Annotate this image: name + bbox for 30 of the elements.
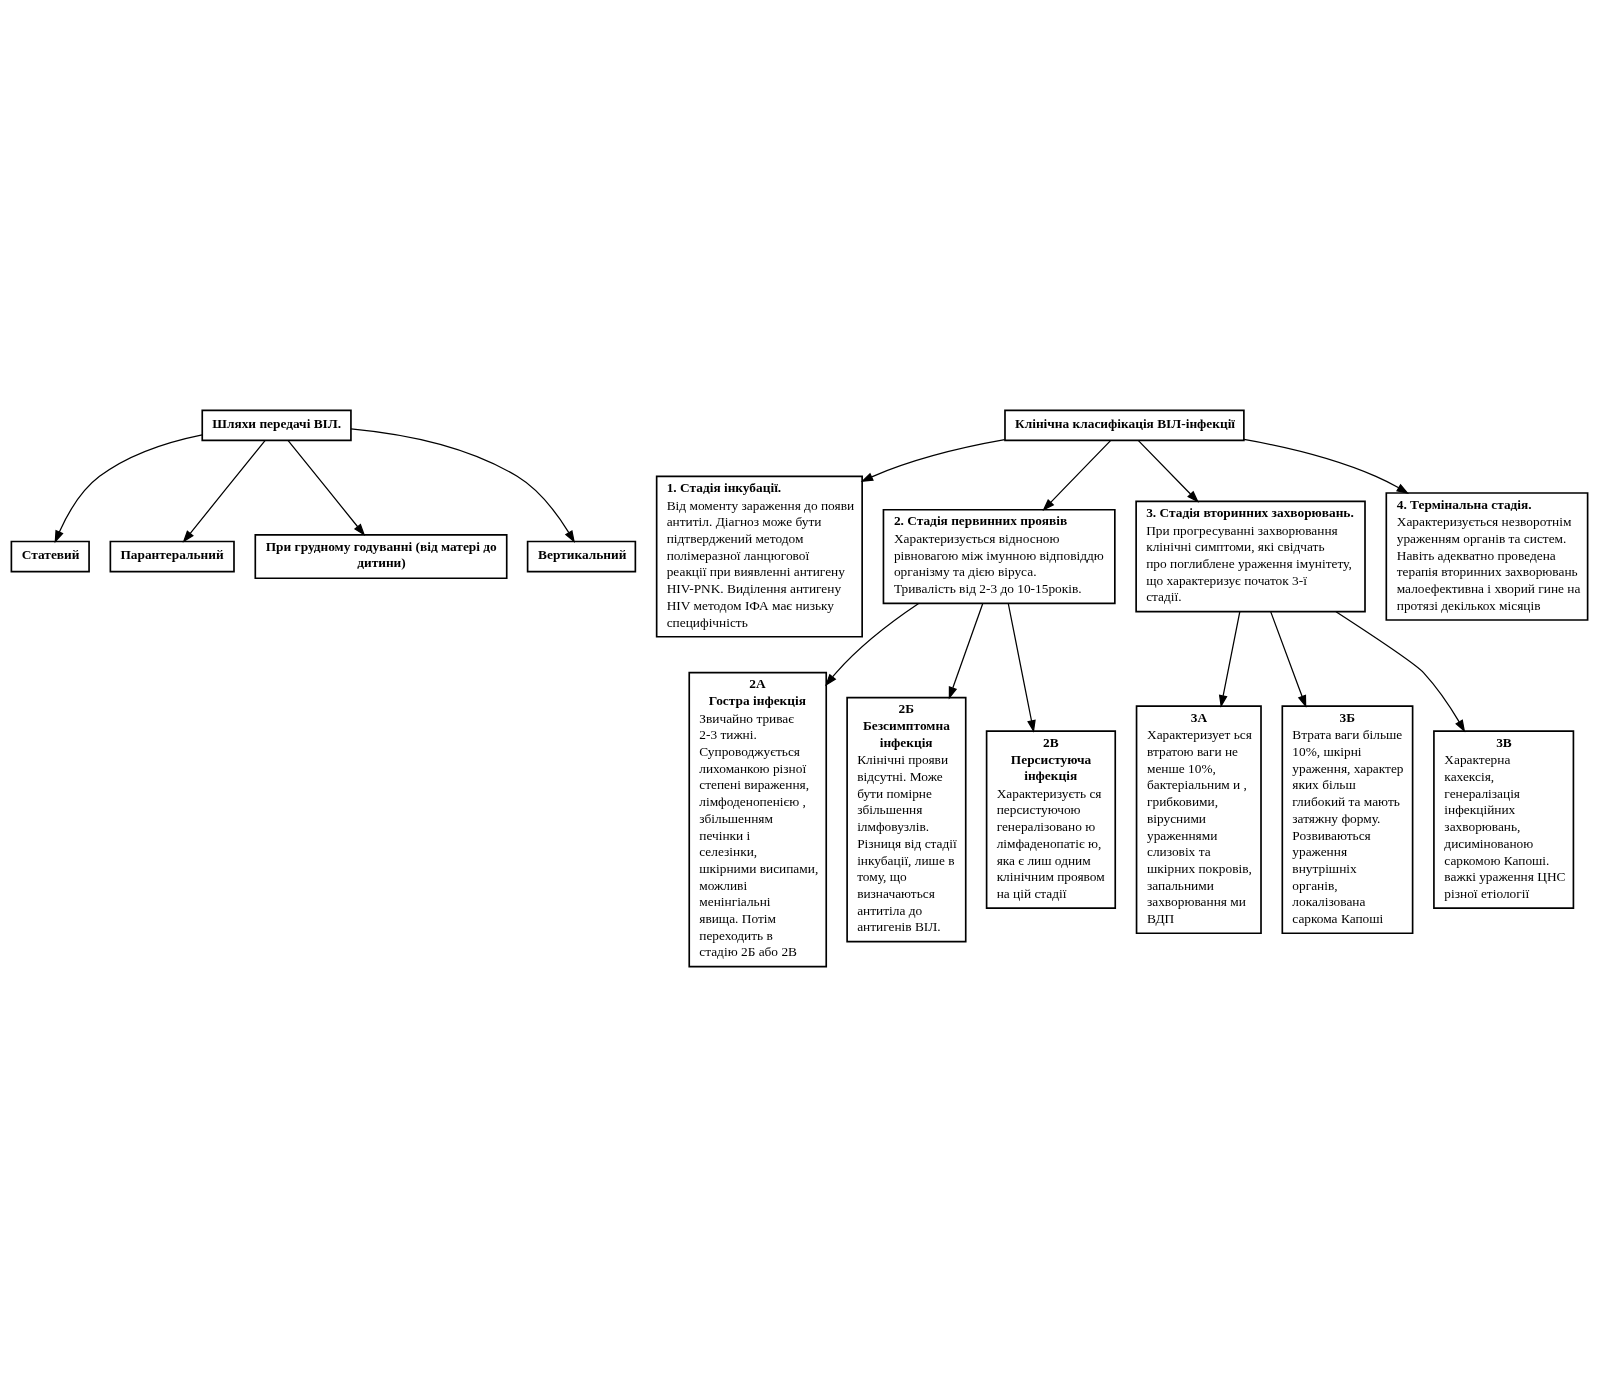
node-box: Шляхи передачі ВІЛ. [201, 409, 352, 442]
node-box: 3. Стадія вторинних захворювань. При прогресуванні захворювання клінічні симптоми, які свідчать про поглиблене ураження імунітету, що характеризує початок 3-ї стадії. [1135, 500, 1366, 613]
arrow [1218, 611, 1241, 708]
arrow [825, 602, 920, 687]
node-box: 2Б Безсимптомна інфекція Клінічні прояви відсутні. Може бути помірне збільшення ілмфовузлів. Різниця від стадії інкубації, лише в тому, що визначаються антитіла до антигенів ВІЛ. [846, 696, 967, 943]
node-box: 1. Стадія інкубації. Від моменту зараження до появи антитіл. Діагноз може бути підтверджений методом полімеразної ланцюгової реакції при виявленні антигену HIV-PNK. Виділення антигену HIV методом ІФА має низьку специфічність [655, 475, 863, 638]
arrow [1335, 611, 1466, 733]
node-box: 2В Персистуюча інфекція Характеризуєть ся персистуючою генералізовано ю лімфаденопатіє ю, яка є лиш одним клінічним проявом на цій стадії [985, 730, 1117, 910]
arrow [948, 602, 984, 700]
node-box: 3В Характерна кахексія, генералізація інфекційних захворювань, дисимінованою саркомою Капоші. важкі ураження ЦНС різної етіології [1433, 730, 1575, 910]
arrow [287, 439, 366, 537]
arrow [1007, 602, 1036, 733]
arrow [1042, 439, 1112, 511]
node-box: Статевий [10, 540, 90, 573]
arrow [182, 439, 266, 543]
node-box: При грудному годуванні (від матері до дитини) [254, 533, 508, 580]
node-box: 3Б Втрата ваги більше 10%, шкірні ураження, характер яких більш глибокий та мають затяжну форму. Розвиваються ураження внутрішніх органів, локалізована саркома Капоші [1281, 705, 1414, 935]
node-box: 3А Характеризует ься втратою ваги не менше 10%, бактеріальним и , грибковими, вірусними ураженнями слизовіх та шкірних покровів, запальними захворювання ми ВДП [1135, 705, 1262, 935]
arrow [1137, 439, 1199, 503]
arrow [350, 428, 575, 544]
arrow [1243, 438, 1410, 494]
node-box: Вертикальний [526, 540, 637, 573]
node-box: Парантеральний [109, 540, 235, 573]
node-box: 4. Термінальна стадія. Характеризується незворотнім ураженням органів та систем. Навіть адекватно проведена терапія вторинних захворювань малоефективна і хворий гине на протязі декількох місяців [1385, 492, 1589, 621]
arrow [1270, 611, 1307, 708]
node-box: 2А Гостра інфекція Звичайно триває 2-3 тижні. Супроводжується лихоманкою різної степені вираження, лімфоденопенією , збільшенням печінки і селезінки, шкірними висипами, можливі менінгіальні явища. Потім переходить в стадію 2Б або 2В [688, 671, 828, 968]
node-box: Клінічна класифікація ВІЛ-інфекції [1004, 409, 1245, 442]
node-box: 2. Стадія первинних проявів Характеризується відносною рівновагою між імунною відповіддю організму та дією віруса. Тривалість від 2-3 до 10-15років. [882, 508, 1116, 605]
arrow [54, 434, 203, 544]
arrow [860, 439, 1006, 482]
